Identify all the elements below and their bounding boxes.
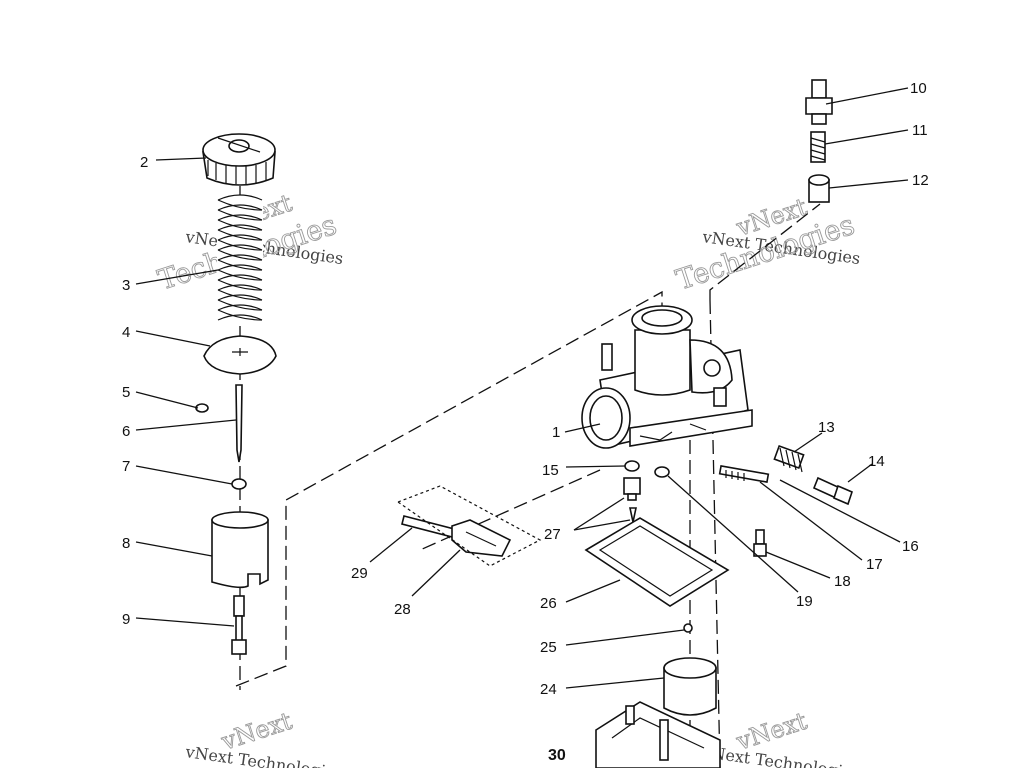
part-slide bbox=[211, 511, 269, 589]
part-pin-25 bbox=[683, 623, 693, 633]
callout-labels: 1 2 3 4 5 6 7 8 9 10 11 12 13 14 15 16 1… bbox=[122, 80, 929, 764]
callout-27: 27 bbox=[544, 526, 561, 543]
callout-2: 2 bbox=[140, 154, 148, 171]
part-float-bowl bbox=[595, 701, 721, 768]
leader-lines bbox=[135, 87, 909, 689]
callout-14: 14 bbox=[868, 453, 885, 470]
part-spring-13 bbox=[773, 444, 805, 473]
callout-9: 9 bbox=[122, 611, 130, 628]
part-float bbox=[663, 657, 717, 716]
watermark-top-right: vNext vNext Technologies Technologies bbox=[672, 192, 862, 297]
part-cap bbox=[202, 133, 276, 186]
callout-26: 26 bbox=[540, 595, 557, 612]
part-gasket bbox=[584, 517, 730, 607]
part-needle bbox=[235, 384, 243, 463]
part-washer-19 bbox=[654, 466, 670, 478]
callout-10: 10 bbox=[910, 80, 927, 97]
part-needle-seat-27 bbox=[623, 477, 641, 523]
part-jet-holder bbox=[231, 595, 247, 655]
callout-17: 17 bbox=[866, 556, 883, 573]
callout-5: 5 bbox=[122, 384, 130, 401]
callout-13: 13 bbox=[818, 419, 835, 436]
part-fitting bbox=[808, 174, 830, 203]
callout-11: 11 bbox=[912, 122, 928, 139]
callout-30: 30 bbox=[548, 747, 566, 764]
part-bolt-18 bbox=[753, 529, 767, 557]
callout-1: 1 bbox=[552, 424, 560, 441]
svg-text:vNext Technologies: vNext Technologies bbox=[183, 742, 344, 768]
part-plate bbox=[203, 335, 277, 375]
callout-19: 19 bbox=[796, 593, 813, 610]
watermark-bottom-left: vNext vNext Technologies bbox=[183, 706, 344, 768]
callout-7: 7 bbox=[122, 458, 130, 475]
callout-8: 8 bbox=[122, 535, 130, 552]
callout-3: 3 bbox=[122, 277, 130, 294]
part-screw-14 bbox=[812, 476, 853, 506]
callout-12: 12 bbox=[912, 172, 929, 189]
callout-16: 16 bbox=[902, 538, 919, 555]
callout-25: 25 bbox=[540, 639, 557, 656]
callout-29: 29 bbox=[351, 565, 368, 582]
part-washer-15 bbox=[624, 460, 640, 472]
part-screw-17 bbox=[718, 464, 770, 484]
callout-15: 15 bbox=[542, 462, 559, 479]
callout-24: 24 bbox=[540, 681, 557, 698]
watermark-bottom-right: vNext vNext Technologies bbox=[700, 706, 861, 768]
part-small-spring bbox=[810, 131, 826, 163]
callout-28: 28 bbox=[394, 601, 411, 618]
part-adjuster-screw bbox=[805, 79, 833, 125]
callout-6: 6 bbox=[122, 423, 130, 440]
part-float-arm-28 bbox=[451, 519, 512, 557]
svg-text:vNext Technologies: vNext Technologies bbox=[700, 742, 861, 768]
part-float-pin-29 bbox=[401, 515, 459, 539]
callout-18: 18 bbox=[834, 573, 851, 590]
part-washer bbox=[231, 478, 247, 490]
part-carburetor-body bbox=[581, 305, 753, 449]
part-spring bbox=[217, 194, 263, 325]
callout-4: 4 bbox=[122, 324, 130, 341]
part-detail-box bbox=[396, 485, 542, 567]
